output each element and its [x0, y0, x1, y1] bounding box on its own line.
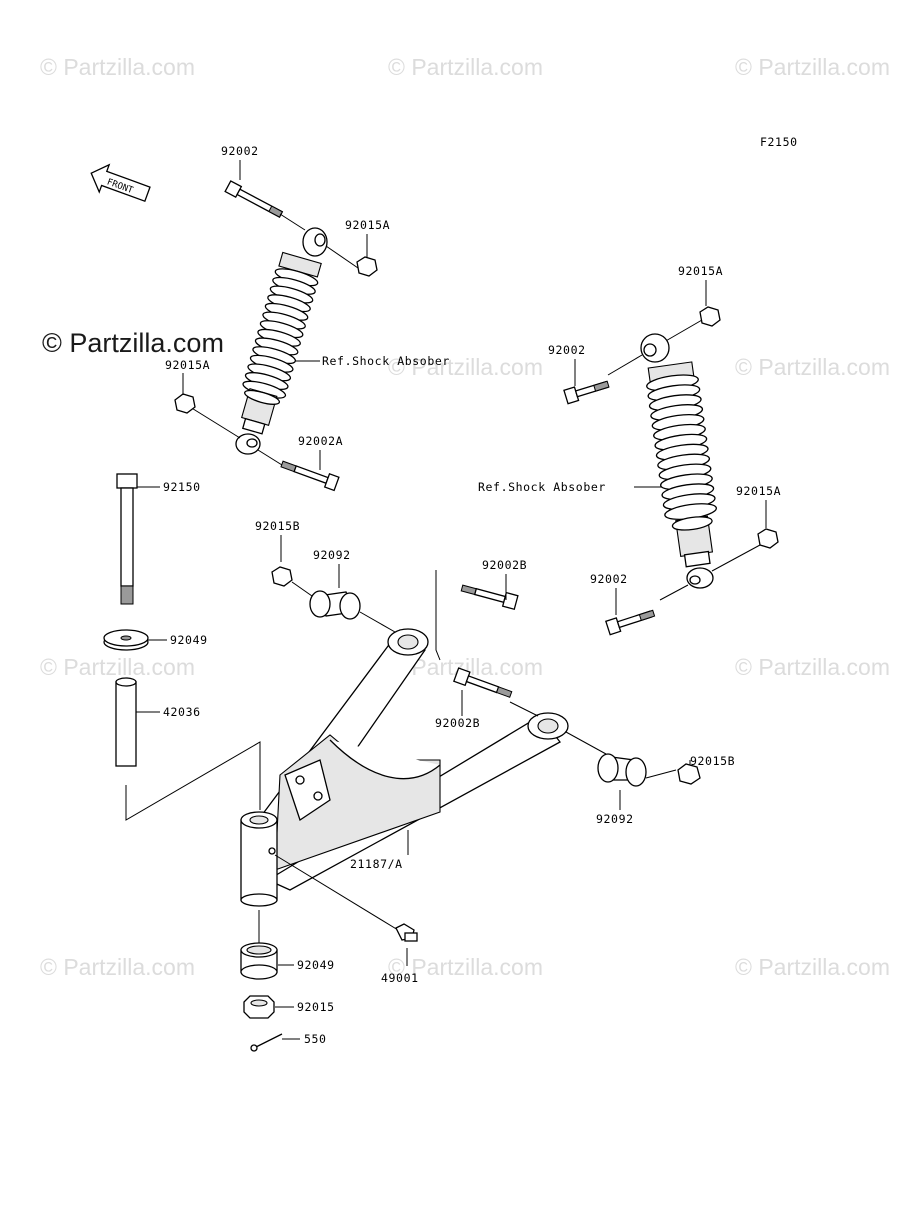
- callout-42036: 42036: [163, 705, 201, 719]
- callout-92002A: 92002A: [298, 434, 343, 448]
- bottom-stack: [240, 910, 283, 1052]
- callout-21187-A: 21187/A: [350, 857, 403, 871]
- watermark: © Partzilla.com: [388, 354, 543, 380]
- watermark: © Partzilla.com: [735, 354, 890, 380]
- callout-ref-shock-absorber-right: Ref.Shock Absober: [478, 480, 606, 494]
- callout-92015A: 92015A: [678, 264, 723, 278]
- callout-92015B: 92015B: [690, 754, 735, 768]
- front-arrow-icon: FRONT: [90, 163, 151, 203]
- callout-92015A: 92015A: [736, 484, 781, 498]
- callout-550: 550: [304, 1032, 327, 1046]
- watermark-main: © Partzilla.com: [42, 328, 224, 358]
- callout-92049: 92049: [170, 633, 208, 647]
- callout-92092: 92092: [313, 548, 351, 562]
- watermark: © Partzilla.com: [388, 954, 543, 980]
- callout-92150: 92150: [163, 480, 201, 494]
- watermark: © Partzilla.com: [735, 954, 890, 980]
- callout-92015: 92015: [297, 1000, 335, 1014]
- front-bushing: [271, 566, 396, 633]
- callout-92002B: 92002B: [435, 716, 480, 730]
- right-shock-absorber: [563, 306, 779, 636]
- watermark: © Partzilla.com: [735, 654, 890, 680]
- watermark-grid: © Partzilla.com © Partzilla.com © Partzi…: [40, 54, 890, 980]
- left-shock-absorber: [174, 180, 378, 492]
- pivot-bolt-stack: 92150 92049 42036: [103, 473, 261, 821]
- callout-92002: 92002: [221, 144, 259, 158]
- figure-code: F2150: [760, 135, 798, 149]
- a-arm: [240, 628, 569, 907]
- callout-49001: 49001: [381, 971, 419, 985]
- callout-92002: 92002: [548, 343, 586, 357]
- callout-92015A: 92015A: [165, 358, 210, 372]
- callout-ref-shock-absorber-left: Ref.Shock Absober: [322, 354, 450, 368]
- callout-92015B: 92015B: [255, 519, 300, 533]
- watermark: © Partzilla.com: [40, 654, 195, 680]
- callout-92002B: 92002B: [482, 558, 527, 572]
- watermark: © Partzilla.com: [40, 954, 195, 980]
- callout-92049: 92049: [297, 958, 335, 972]
- watermark: © Partzilla.com: [388, 54, 543, 80]
- callout-92092: 92092: [596, 812, 634, 826]
- rear-bushing: [565, 731, 701, 787]
- callout-92015A: 92015A: [345, 218, 390, 232]
- callout-92002: 92002: [590, 572, 628, 586]
- grease-nipple: [274, 854, 418, 942]
- watermark: © Partzilla.com: [40, 54, 195, 80]
- watermark: © Partzilla.com: [735, 54, 890, 80]
- bolt-92002B-lower: [453, 667, 539, 717]
